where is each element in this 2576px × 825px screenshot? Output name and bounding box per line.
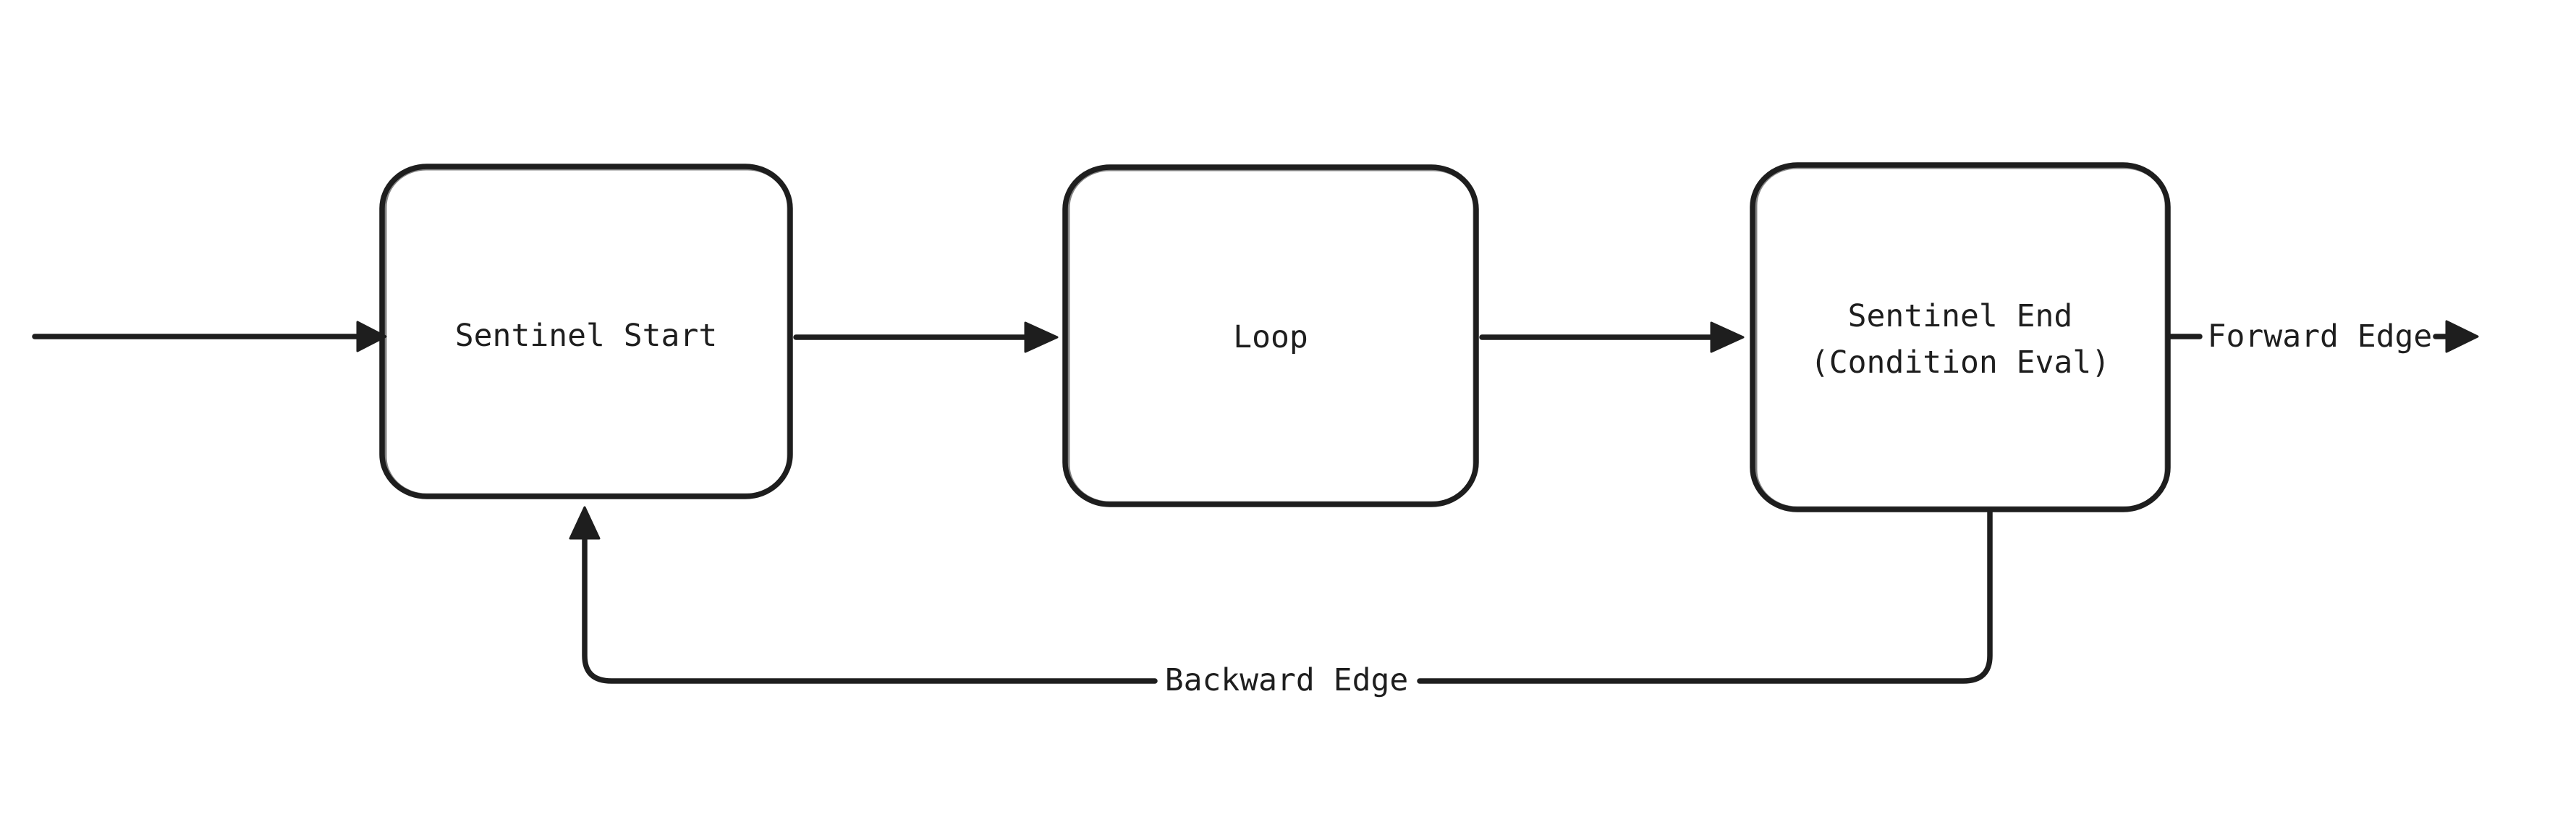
node-sentinel-start: Sentinel Start <box>379 164 793 499</box>
arrowhead-right-icon <box>1024 321 1059 353</box>
arrowhead-right-icon <box>356 321 387 352</box>
node-sentinel-end-sketch-stroke <box>1755 166 2167 509</box>
node-sentinel-end: Sentinel End (Condition Eval) <box>1750 162 2171 512</box>
node-loop-sketch-stroke <box>1067 169 1475 504</box>
arrowhead-up-icon <box>569 506 601 540</box>
node-loop-box <box>1062 164 1479 507</box>
node-loop: Loop <box>1062 164 1479 507</box>
edge-backward: Backward Edge <box>569 506 1993 698</box>
arrowhead-right-icon <box>2445 320 2479 353</box>
edge-backward-right-segment <box>1417 508 1993 684</box>
edge-forward: Forward Edge <box>2167 318 2479 355</box>
node-sentinel-start-sketch-stroke <box>384 168 789 496</box>
node-sentinel-start-label: Sentinel Start <box>455 318 717 354</box>
node-sentinel-end-label-line1: Sentinel End <box>1848 298 2073 334</box>
edge-entry-arrow <box>32 321 387 352</box>
node-sentinel-end-label-line2: (Condition Eval) <box>1810 344 2110 381</box>
node-sentinel-start-box <box>379 164 793 499</box>
edge-start-to-loop <box>793 321 1059 353</box>
node-sentinel-end-box <box>1750 162 2171 512</box>
backward-edge-label: Backward Edge <box>1165 662 1409 698</box>
arrowhead-right-icon <box>1710 321 1745 353</box>
node-loop-label: Loop <box>1233 319 1308 355</box>
edge-loop-to-end <box>1479 321 1745 353</box>
edge-backward-left-segment <box>582 533 1158 684</box>
forward-edge-label: Forward Edge <box>2208 318 2433 355</box>
